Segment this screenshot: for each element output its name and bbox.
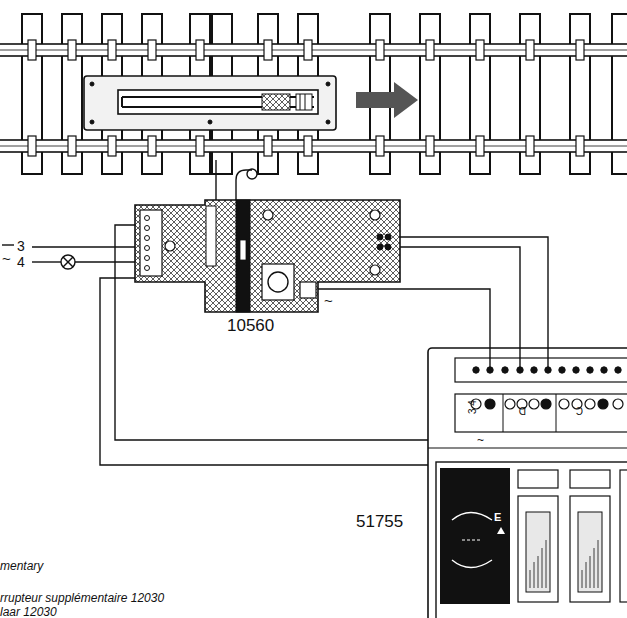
wire xyxy=(400,237,548,348)
caption-fragment: mentary xyxy=(0,560,43,572)
panel-letter: E xyxy=(494,512,501,523)
terminal-label: 3 4 xyxy=(468,400,478,414)
wire xyxy=(400,247,520,348)
rail-chairs xyxy=(28,40,584,156)
ac-symbol: ~ xyxy=(324,293,333,308)
terminal-label: C xyxy=(576,405,583,415)
lamp-symbol xyxy=(61,255,75,269)
wire xyxy=(100,278,428,465)
part-number: 10560 xyxy=(227,316,274,336)
track-lead xyxy=(216,160,257,200)
part-number: 51755 xyxy=(356,512,403,532)
wire xyxy=(115,225,428,440)
device-10560 xyxy=(135,200,400,312)
track-unit xyxy=(84,76,336,130)
ac-symbol: ~ xyxy=(477,434,484,446)
control-box: 51755 xyxy=(428,348,627,618)
control-box-51755 xyxy=(428,348,627,618)
caption-fragment: laar 12030 xyxy=(0,606,57,618)
power-wires xyxy=(2,245,400,289)
wire xyxy=(400,289,490,348)
terminal-label: D xyxy=(519,405,526,415)
ac-symbol: ~ xyxy=(2,251,11,266)
wire-number: 4 xyxy=(17,255,25,269)
direction-arrow xyxy=(356,82,418,118)
wire-number: 3 xyxy=(17,239,25,253)
caption-fragment: rrupteur supplémentaire 12030 xyxy=(0,592,164,604)
device-box: 10560 xyxy=(135,200,400,312)
